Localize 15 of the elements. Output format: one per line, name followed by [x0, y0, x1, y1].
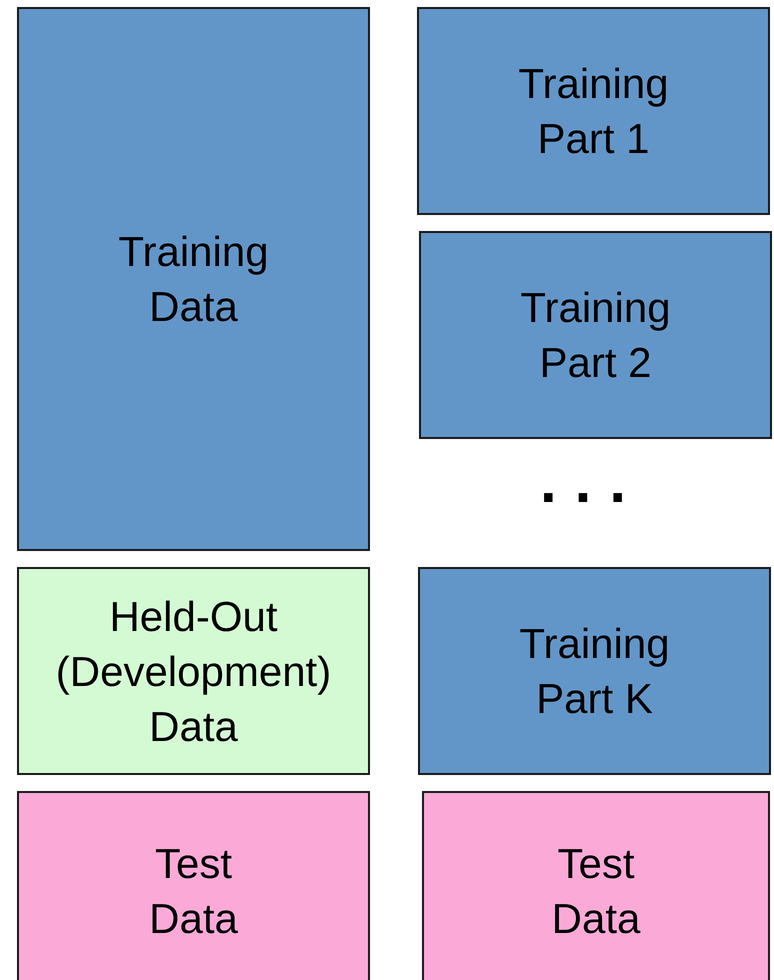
- block-label: Training Part 1: [517, 59, 670, 164]
- block-label: Training Part K: [518, 619, 671, 724]
- block-label: Test Data: [550, 839, 642, 944]
- data-block: [17, 791, 370, 980]
- block-label: Test Data: [148, 839, 239, 944]
- data-block: [418, 567, 771, 775]
- data-block: [17, 7, 370, 551]
- block-label: Training Data: [117, 227, 270, 332]
- data-block: [17, 567, 370, 775]
- block-label: Training Part 2: [519, 283, 672, 388]
- block-label: Held-Out (Development) Data: [54, 592, 332, 752]
- ellipsis-label: ...: [540, 462, 644, 502]
- data-block: [417, 7, 770, 215]
- data-block: [419, 231, 772, 439]
- data-block: [422, 791, 770, 980]
